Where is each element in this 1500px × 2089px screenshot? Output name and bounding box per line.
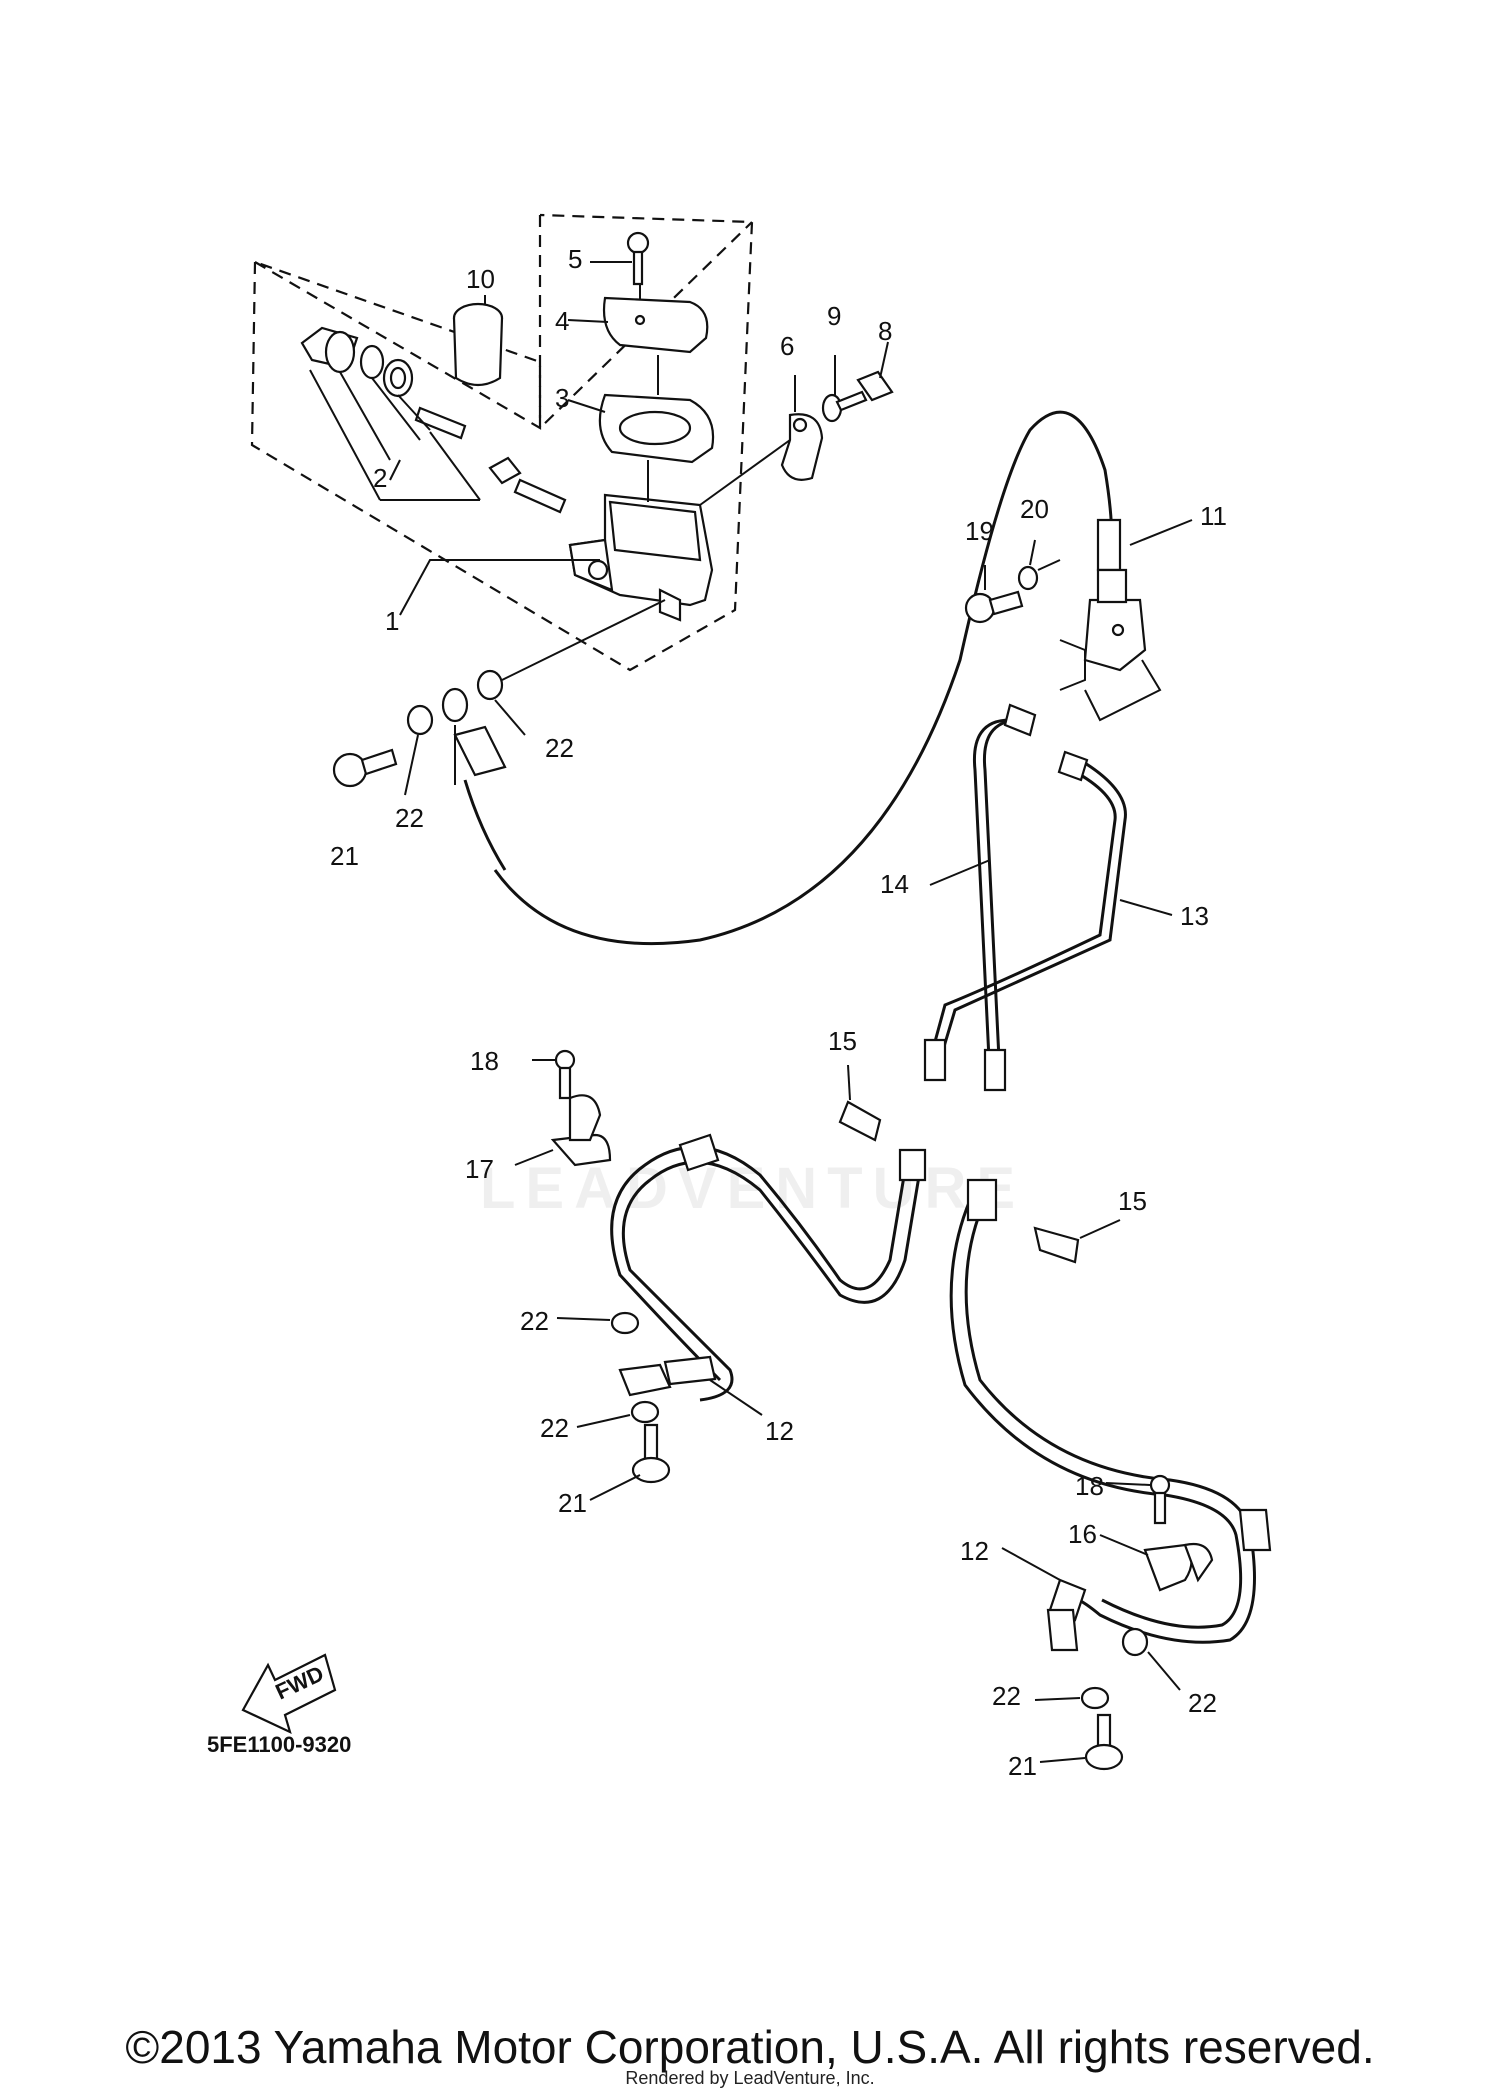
lower-left-brake-hose[interactable] — [610, 1133, 927, 1402]
callout-22-lower-left-b: 22 — [540, 1413, 569, 1443]
washer-22-lower-right-a[interactable] — [1080, 1686, 1110, 1710]
washer-9[interactable] — [821, 393, 843, 423]
leader-lines — [389, 261, 1193, 1763]
callout-3: 3 — [555, 383, 569, 413]
callout-22-lower-right-b: 22 — [1188, 1688, 1217, 1718]
reservoir-cover[interactable] — [602, 296, 709, 354]
callout-22-lower-right-a: 22 — [992, 1681, 1021, 1711]
part-code: 5FE1100-9320 — [207, 1732, 351, 1757]
holder-clamp[interactable] — [780, 413, 824, 481]
callout-22-top-left: 22 — [395, 803, 424, 833]
washer-20[interactable] — [1017, 565, 1039, 591]
brake-hose-joint[interactable] — [1059, 568, 1162, 722]
hose-holder-16[interactable] — [1143, 1542, 1214, 1592]
callout-17: 17 — [465, 1154, 494, 1184]
callout-15-left: 15 — [828, 1026, 857, 1056]
kit-boundary-2 — [538, 215, 753, 431]
union-bolt-21-top[interactable] — [332, 748, 398, 788]
callout-11: 11 — [1200, 501, 1227, 531]
washer-22-top-b[interactable] — [441, 687, 469, 723]
brake-pipe-14[interactable] — [972, 703, 1037, 1092]
callout-15-right: 15 — [1118, 1186, 1147, 1216]
copyright-notice: ©2013 Yamaha Motor Corporation, U.S.A. A… — [125, 2021, 1375, 2073]
callout-18-lower: 18 — [1075, 1471, 1104, 1501]
piston-kit[interactable] — [300, 326, 567, 514]
brake-pipe-13[interactable] — [923, 750, 1127, 1082]
callout-6: 6 — [780, 331, 794, 361]
callout-10: 10 — [466, 264, 495, 294]
callout-21-top: 21 — [330, 841, 359, 871]
callout-22-top-right: 22 — [545, 733, 574, 763]
callout-2: 2 — [373, 463, 387, 493]
diaphragm[interactable] — [598, 393, 715, 464]
callout-4: 4 — [555, 306, 569, 336]
callout-14: 14 — [880, 869, 909, 899]
bolt-18-lower[interactable] — [1149, 1474, 1171, 1525]
callout-9: 9 — [827, 301, 841, 331]
washer-22-lower-right-b[interactable] — [1121, 1627, 1149, 1657]
washer-22-top-a[interactable] — [406, 704, 434, 736]
callout-20: 20 — [1020, 494, 1049, 524]
washer-22-lower-left-a[interactable] — [610, 1311, 640, 1335]
lower-right-brake-hose[interactable] — [949, 1178, 1272, 1652]
callout-18-upper: 18 — [470, 1046, 499, 1076]
hose-clip-15-right[interactable] — [1033, 1226, 1080, 1264]
bolt-8[interactable] — [835, 370, 894, 412]
callout-19: 19 — [965, 516, 994, 546]
callout-1: 1 — [385, 606, 399, 636]
callout-12-left: 12 — [765, 1416, 794, 1446]
union-bolt-19[interactable] — [964, 590, 1024, 624]
callout-22-lower-left-a: 22 — [520, 1306, 549, 1336]
kit-boundary-1-outline — [250, 213, 754, 672]
union-bolt-21-lower-left[interactable] — [631, 1423, 671, 1484]
bolt-18-upper[interactable] — [554, 1049, 576, 1100]
dust-boot[interactable] — [452, 302, 504, 387]
cap-screw[interactable] — [626, 231, 650, 286]
callout-12-right: 12 — [960, 1536, 989, 1566]
rendered-by-notice: Rendered by LeadVenture, Inc. — [625, 2068, 875, 2088]
fwd-arrow-icon: FWD — [241, 1653, 337, 1735]
union-bolt-21-lower-right[interactable] — [1084, 1713, 1124, 1771]
callout-21-lower-left: 21 — [558, 1488, 587, 1518]
callout-16: 16 — [1068, 1519, 1097, 1549]
upper-brake-hose[interactable] — [453, 410, 1122, 946]
callout-5: 5 — [568, 244, 582, 274]
callout-21-lower-right: 21 — [1008, 1751, 1037, 1781]
callout-13: 13 — [1180, 901, 1209, 931]
hose-clip-15-left[interactable] — [838, 1100, 882, 1142]
hose-holder-17[interactable] — [550, 1094, 612, 1167]
master-cylinder-body[interactable] — [568, 285, 714, 622]
washer-22-top-c[interactable] — [476, 669, 504, 701]
callout-8: 8 — [878, 316, 892, 346]
washer-22-lower-left-b[interactable] — [630, 1400, 660, 1424]
